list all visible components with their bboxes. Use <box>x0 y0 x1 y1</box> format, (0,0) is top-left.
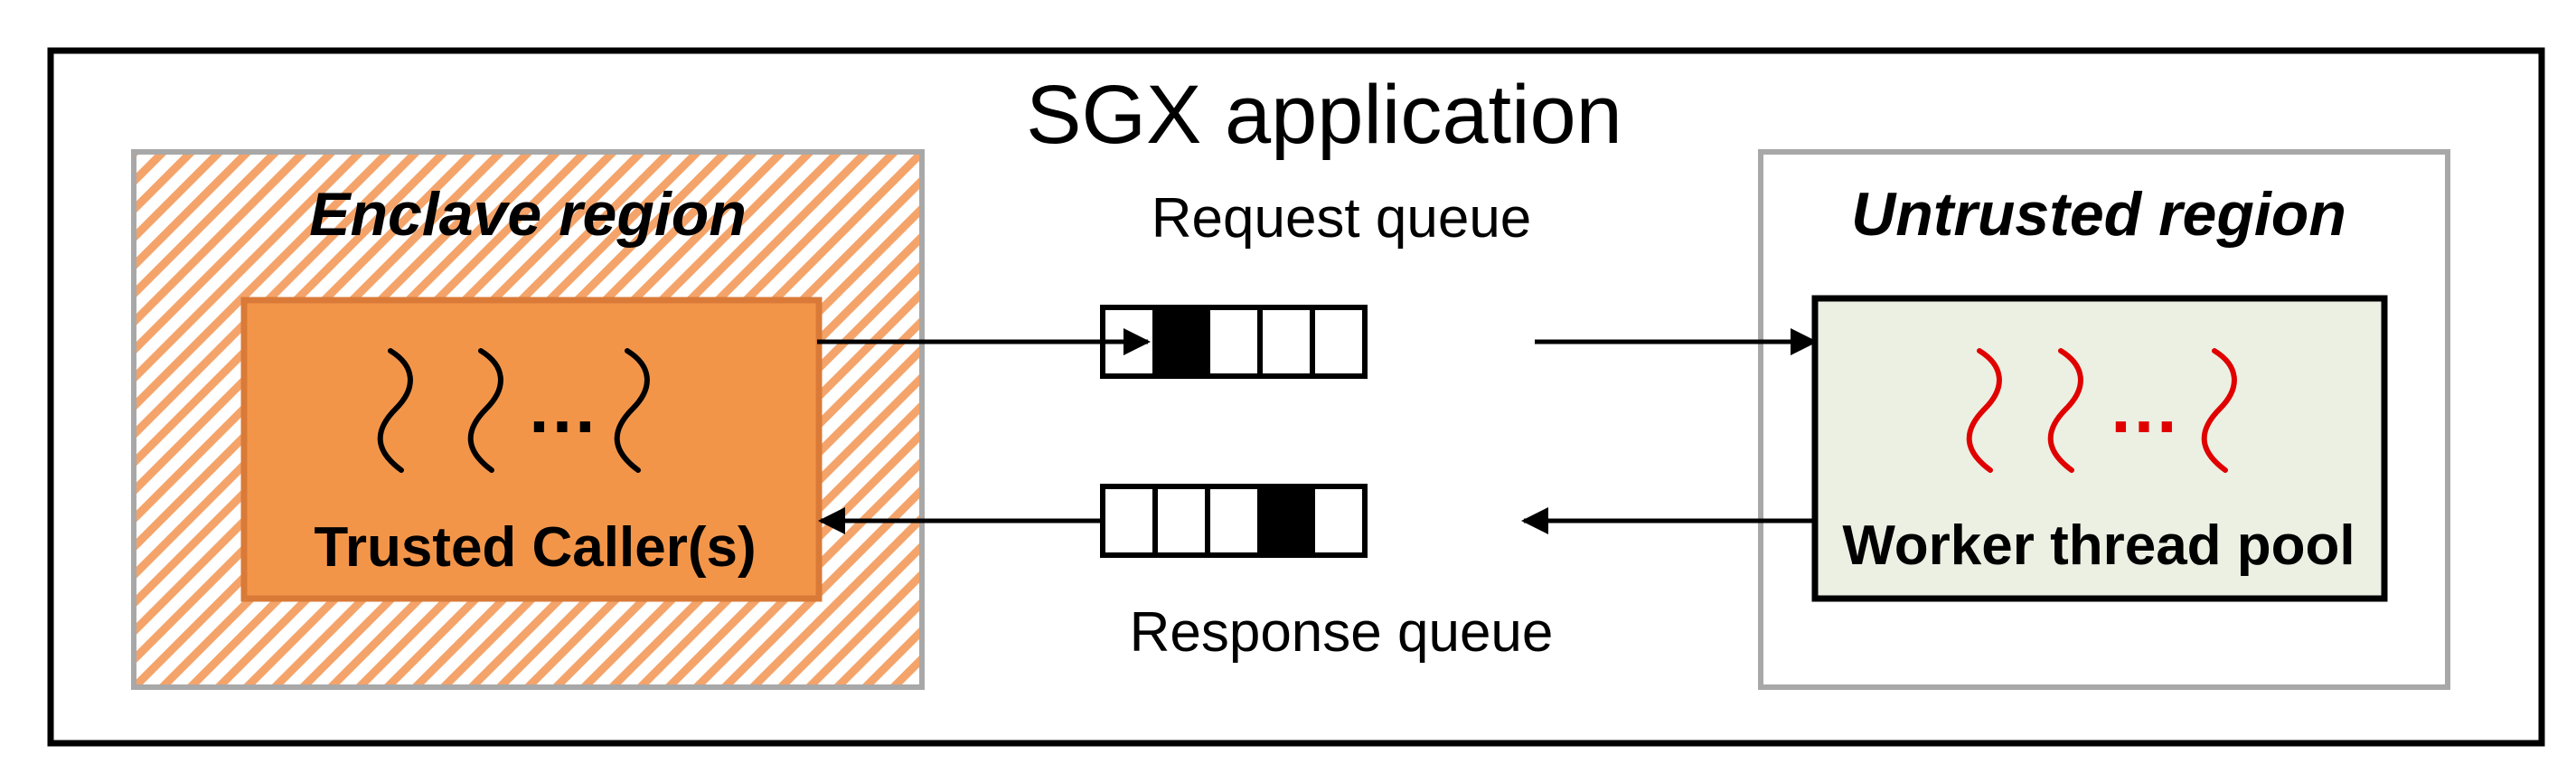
response-queue-cell <box>1257 484 1315 558</box>
sgx-application-title: SGX application <box>1026 69 1622 161</box>
worker-thread-dots: … <box>2108 367 2180 448</box>
response-queue-label: Response queue <box>1130 601 1554 664</box>
trusted-thread-icons <box>377 348 650 473</box>
trusted-caller-box <box>240 297 823 602</box>
response-queue-cell <box>1310 484 1368 558</box>
untrusted-region-label: Untrusted region <box>1851 180 2346 249</box>
response-queue <box>1100 484 1368 558</box>
response-queue-cell <box>1152 484 1210 558</box>
thread-icon <box>377 348 413 473</box>
thread-icon <box>2047 348 2083 473</box>
request-queue-cell <box>1257 305 1315 379</box>
request-queue-cell <box>1310 305 1368 379</box>
enclave-region-label: Enclave region <box>309 180 747 249</box>
worker-thread-pool-box <box>1811 295 2388 602</box>
thread-icon <box>2201 348 2237 473</box>
thread-icon <box>614 348 650 473</box>
request-queue-label: Request queue <box>1152 187 1532 250</box>
request-queue-cell <box>1152 305 1210 379</box>
response-queue-cell <box>1205 484 1263 558</box>
thread-icon <box>467 348 503 473</box>
sgx-application-frame <box>47 47 2545 747</box>
trusted-thread-dots: … <box>526 367 598 448</box>
worker-thread-icons <box>1966 348 2237 473</box>
request-queue-cell <box>1205 305 1263 379</box>
thread-icon <box>1966 348 2002 473</box>
response-queue-cell <box>1100 484 1158 558</box>
worker-thread-pool-label: Worker thread pool <box>1842 514 2355 577</box>
trusted-caller-label: Trusted Caller(s) <box>314 516 756 579</box>
